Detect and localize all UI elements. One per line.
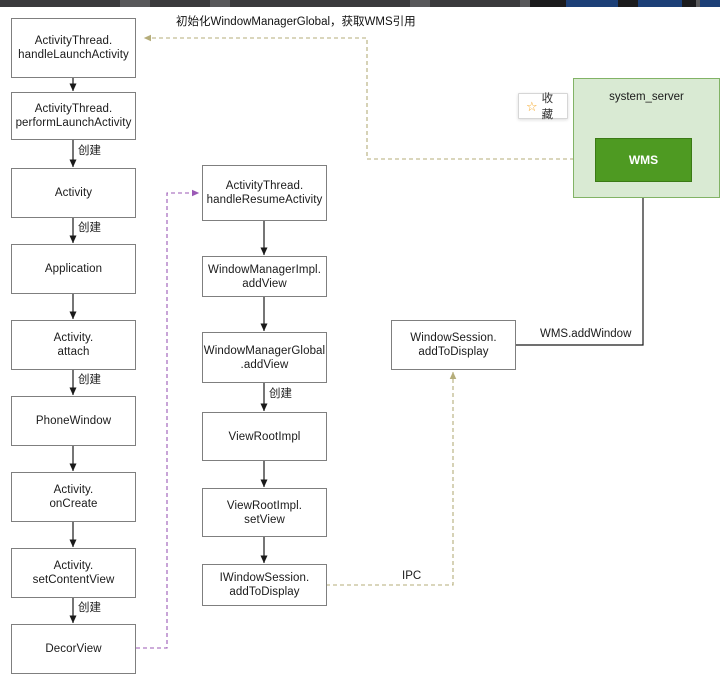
- node-decor-view[interactable]: DecorView: [11, 624, 136, 674]
- edge-label-wms-add-window: WMS.addWindow: [540, 328, 632, 340]
- node-phone-window[interactable]: PhoneWindow: [11, 396, 136, 446]
- node-handle-launch-activity[interactable]: ActivityThread. handleLaunchActivity: [11, 18, 136, 78]
- node-label-line1: Activity.: [53, 560, 94, 572]
- node-activity[interactable]: Activity: [11, 168, 136, 218]
- favorite-label: 收藏: [541, 93, 554, 121]
- note-init-windowmanagerglobal: 初始化WindowManagerGlobal，获取WMS引用: [176, 16, 416, 28]
- node-activity-attach[interactable]: Activity. attach: [11, 320, 136, 370]
- node-label-line2: onCreate: [49, 498, 98, 510]
- node-iwindowsession-addtodisplay[interactable]: IWindowSession. addToDisplay: [202, 564, 327, 606]
- edge-label-create-5: 创建: [269, 388, 292, 400]
- node-label-line1: ActivityThread.: [34, 35, 113, 47]
- node-label: WMS: [628, 153, 659, 167]
- edge-label-create-2: 创建: [78, 222, 101, 234]
- favorite-tooltip[interactable]: ☆ 收藏: [518, 93, 568, 121]
- node-label-line2: attach: [57, 346, 90, 358]
- node-label-line1: ActivityThread.: [225, 180, 304, 192]
- node-activity-oncreate[interactable]: Activity. onCreate: [11, 472, 136, 522]
- node-label-line2: .addView: [240, 358, 289, 371]
- node-viewrootimpl-setview[interactable]: ViewRootImpl. setView: [202, 488, 327, 537]
- edge-label-create-3: 创建: [78, 374, 101, 386]
- node-label-line2: addToDisplay: [418, 346, 489, 358]
- node-label: PhoneWindow: [35, 415, 112, 427]
- node-label-line2: handleResumeActivity: [206, 194, 323, 206]
- node-label: Application: [44, 263, 103, 275]
- node-label-line1: IWindowSession.: [219, 572, 310, 584]
- node-label-line1: Activity.: [53, 332, 94, 344]
- clipped-toolbar-strip: [0, 0, 720, 7]
- node-label: ViewRootImpl: [228, 430, 301, 443]
- node-label-line1: WindowSession.: [410, 332, 497, 344]
- node-label-line2: addView: [242, 277, 287, 290]
- node-windowmanagerglobal-addview[interactable]: WindowManagerGlobal .addView: [202, 332, 327, 383]
- node-wms[interactable]: WMS: [595, 138, 692, 182]
- node-label-line1: ActivityThread.: [34, 103, 113, 115]
- region-title: system_server: [609, 91, 684, 103]
- node-label-line1: WindowManagerImpl.: [208, 263, 322, 276]
- node-label-line1: Activity.: [53, 484, 94, 496]
- node-windowmanagerimpl-addview[interactable]: WindowManagerImpl. addView: [202, 256, 327, 297]
- node-label-line2: setContentView: [32, 574, 115, 586]
- node-label: Activity: [54, 187, 93, 199]
- node-activity-setcontentview[interactable]: Activity. setContentView: [11, 548, 136, 598]
- node-label-line2: handleLaunchActivity: [18, 49, 129, 61]
- node-label-line2: addToDisplay: [229, 586, 300, 598]
- node-label: DecorView: [45, 643, 102, 655]
- node-windowsession-addtodisplay[interactable]: WindowSession. addToDisplay: [391, 320, 516, 370]
- node-label-line2: performLaunchActivity: [15, 117, 132, 129]
- edge-label-ipc: IPC: [402, 570, 422, 582]
- edge-label-create-4: 创建: [78, 602, 101, 614]
- edge-label-create-1: 创建: [78, 145, 101, 157]
- node-label-line2: setView: [244, 513, 285, 526]
- node-label-line1: WindowManagerGlobal: [203, 344, 326, 357]
- node-viewrootimpl[interactable]: ViewRootImpl: [202, 412, 327, 461]
- star-icon: ☆: [526, 98, 538, 114]
- node-label-line1: ViewRootImpl.: [226, 499, 303, 512]
- node-perform-launch-activity[interactable]: ActivityThread. performLaunchActivity: [11, 92, 136, 140]
- node-application[interactable]: Application: [11, 244, 136, 294]
- node-handle-resume-activity[interactable]: ActivityThread. handleResumeActivity: [202, 165, 327, 221]
